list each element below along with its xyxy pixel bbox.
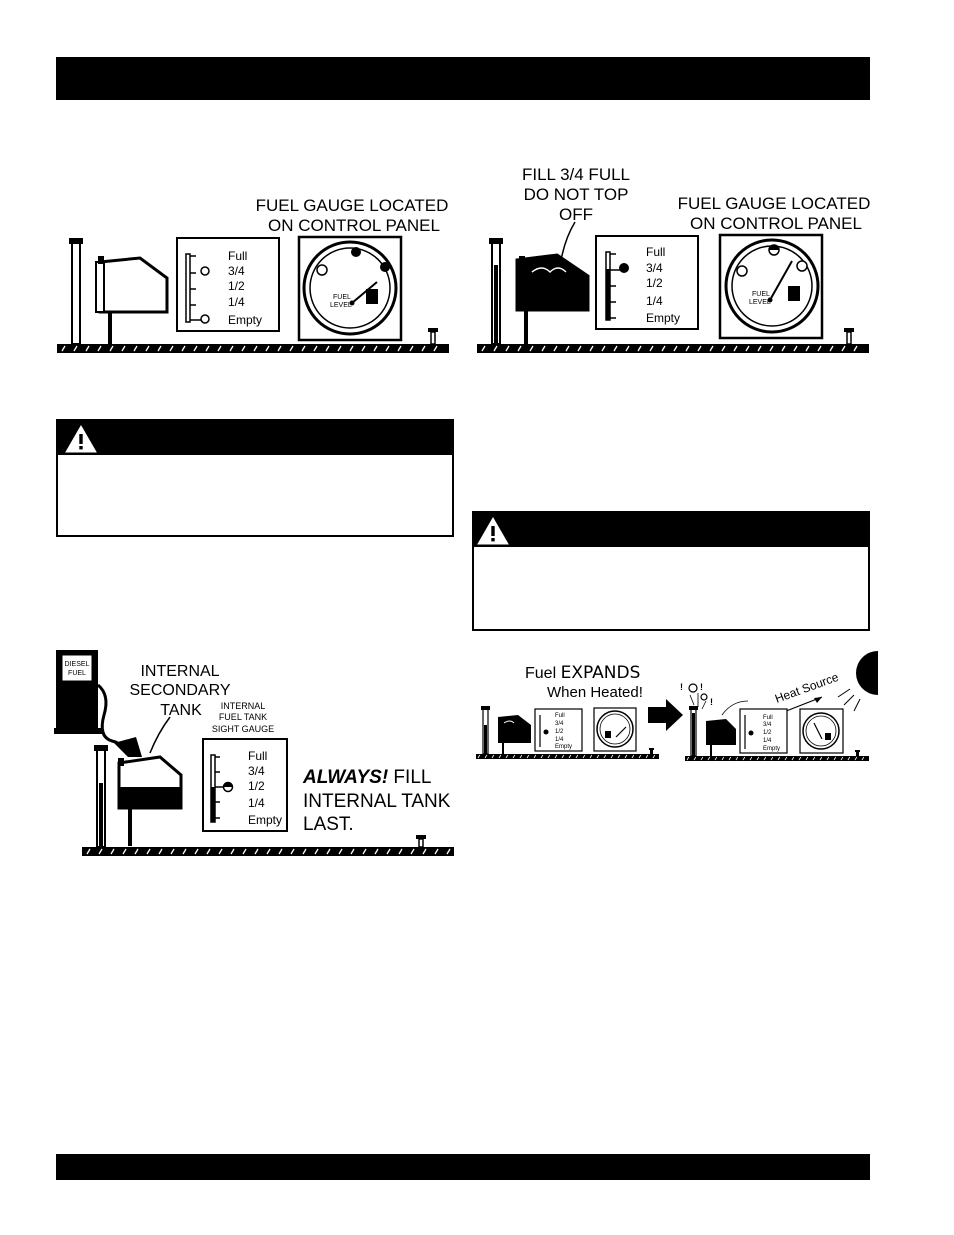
mini-label-full: Full: [763, 715, 773, 721]
tank-caption-line2: SECONDARY: [129, 682, 230, 699]
always-line2: INTERNAL TANK: [303, 791, 451, 812]
sight-label-1-2: 1/2: [228, 279, 245, 293]
heat-source: Heat Source: [773, 670, 841, 706]
mini-label-full: Full: [555, 713, 565, 719]
sight-label-3-4: 3/4: [228, 264, 245, 278]
when-heated: When Heated!: [547, 684, 643, 701]
gauge-caption-line1: FUEL GAUGE LOCATED: [678, 194, 871, 213]
sight-label-3-4: 3/4: [646, 261, 663, 275]
gauge-caption-line2: ON CONTROL PANEL: [690, 214, 862, 233]
figure-fuel-expands: Fuel EXPANDS When Heated! Heat Source Fu…: [476, 651, 878, 761]
sun-icon: [837, 651, 878, 712]
ground-line: [82, 847, 454, 856]
svg-text:!: !: [710, 697, 713, 707]
sight-gauge: Full 3/4 1/2 1/4 Empty: [595, 235, 699, 330]
sight-caption-line2: FUEL TANK: [219, 712, 267, 722]
fuel-expands-line: Fuel EXPANDS: [525, 663, 640, 683]
sight-label-empty: Empty: [646, 311, 680, 325]
dial-label-line1: FUEL: [752, 291, 770, 298]
mini-label-1-4: 1/4: [763, 738, 772, 744]
always-line1: ALWAYS! FILL: [302, 767, 431, 788]
pump-label-line2: FUEL: [68, 670, 86, 677]
dial-label-line1: FUEL: [333, 294, 351, 301]
mini-label-1-4: 1/4: [555, 737, 564, 743]
mini-label-empty: Empty: [555, 744, 572, 750]
warning-triangle-icon: [477, 516, 509, 545]
mini-label-3-4: 3/4: [555, 721, 564, 727]
always-line3: LAST.: [303, 814, 354, 835]
arrow-right-icon: [648, 699, 683, 731]
sight-label-empty: Empty: [248, 813, 282, 827]
mini-scene-normal: Full 3/4 1/2 1/4 Empty: [476, 706, 659, 759]
sight-label-1-2: 1/2: [248, 779, 265, 793]
fuel-tank: [95, 256, 169, 344]
warning-header: [474, 513, 868, 547]
tank-caption-line3: TANK: [160, 702, 202, 719]
pump-label-line1: DIESEL: [65, 661, 90, 668]
warning-box-right: [472, 511, 870, 631]
warning-header: [58, 421, 452, 455]
dial-label-line2: LEVEL: [749, 299, 771, 306]
sight-label-full: Full: [248, 749, 267, 763]
sight-label-1-4: 1/4: [228, 295, 245, 309]
sight-label-3-4: 3/4: [248, 764, 265, 778]
svg-text:!: !: [700, 682, 703, 692]
mini-label-1-2: 1/2: [763, 730, 772, 736]
sight-label-1-4: 1/4: [646, 294, 663, 308]
sight-label-1-4: 1/4: [248, 796, 265, 810]
fill-caption-line3: OFF: [559, 205, 593, 224]
ground-line: [57, 344, 449, 353]
figure-fill-internal-tank: DIESEL FUEL INTERNAL SECONDARY TANK INTE…: [54, 650, 454, 856]
sight-gauge: Full 3/4 1/2 1/4 Empty: [202, 738, 288, 832]
sight-label-full: Full: [228, 249, 247, 263]
mini-label-empty: Empty: [763, 746, 780, 752]
diesel-pump: DIESEL FUEL: [54, 650, 142, 757]
sight-caption-line1: INTERNAL: [221, 701, 266, 711]
sight-label-1-2: 1/2: [646, 276, 663, 290]
fill-caption-line2: DO NOT TOP: [524, 185, 629, 204]
mini-scene-heated: ! ! ! Full 3/4 1/2 1/4 Empty: [680, 682, 869, 761]
fuel-dial-gauge: FUEL LEVEL: [718, 233, 824, 340]
tank-caption-line1: INTERNAL: [140, 663, 219, 680]
figure-fuel-gauge-empty: FUEL GAUGE LOCATED ON CONTROL PANEL Full…: [57, 196, 449, 353]
dial-label-line2: LEVEL: [330, 302, 352, 309]
gauge-caption-line2: ON CONTROL PANEL: [268, 216, 440, 235]
gauge-caption-line1: FUEL GAUGE LOCATED: [256, 196, 449, 215]
sight-label-empty: Empty: [228, 313, 262, 327]
internal-tank: [117, 755, 183, 846]
sight-caption-line3: SIGHT GAUGE: [212, 724, 274, 734]
header-bar: [56, 57, 870, 100]
mini-label-1-2: 1/2: [555, 729, 564, 735]
fill-caption-line1: FILL 3/4 FULL: [522, 165, 630, 184]
footer-bar: [56, 1154, 870, 1180]
fill-post: [71, 241, 81, 345]
warning-box-left: [56, 419, 454, 537]
svg-text:!: !: [680, 682, 683, 692]
ground-line: [477, 344, 869, 353]
fuel-tank: [515, 253, 590, 344]
sight-gauge: Full 3/4 1/2 1/4 Empty: [176, 237, 280, 332]
figure-fill-three-quarter: FILL 3/4 FULL DO NOT TOP OFF FUEL GAUGE …: [477, 165, 871, 353]
mini-label-3-4: 3/4: [763, 722, 772, 728]
sight-label-full: Full: [646, 245, 665, 259]
warning-triangle-icon: [65, 424, 97, 453]
fuel-dial-gauge: FUEL LEVEL: [297, 235, 403, 342]
